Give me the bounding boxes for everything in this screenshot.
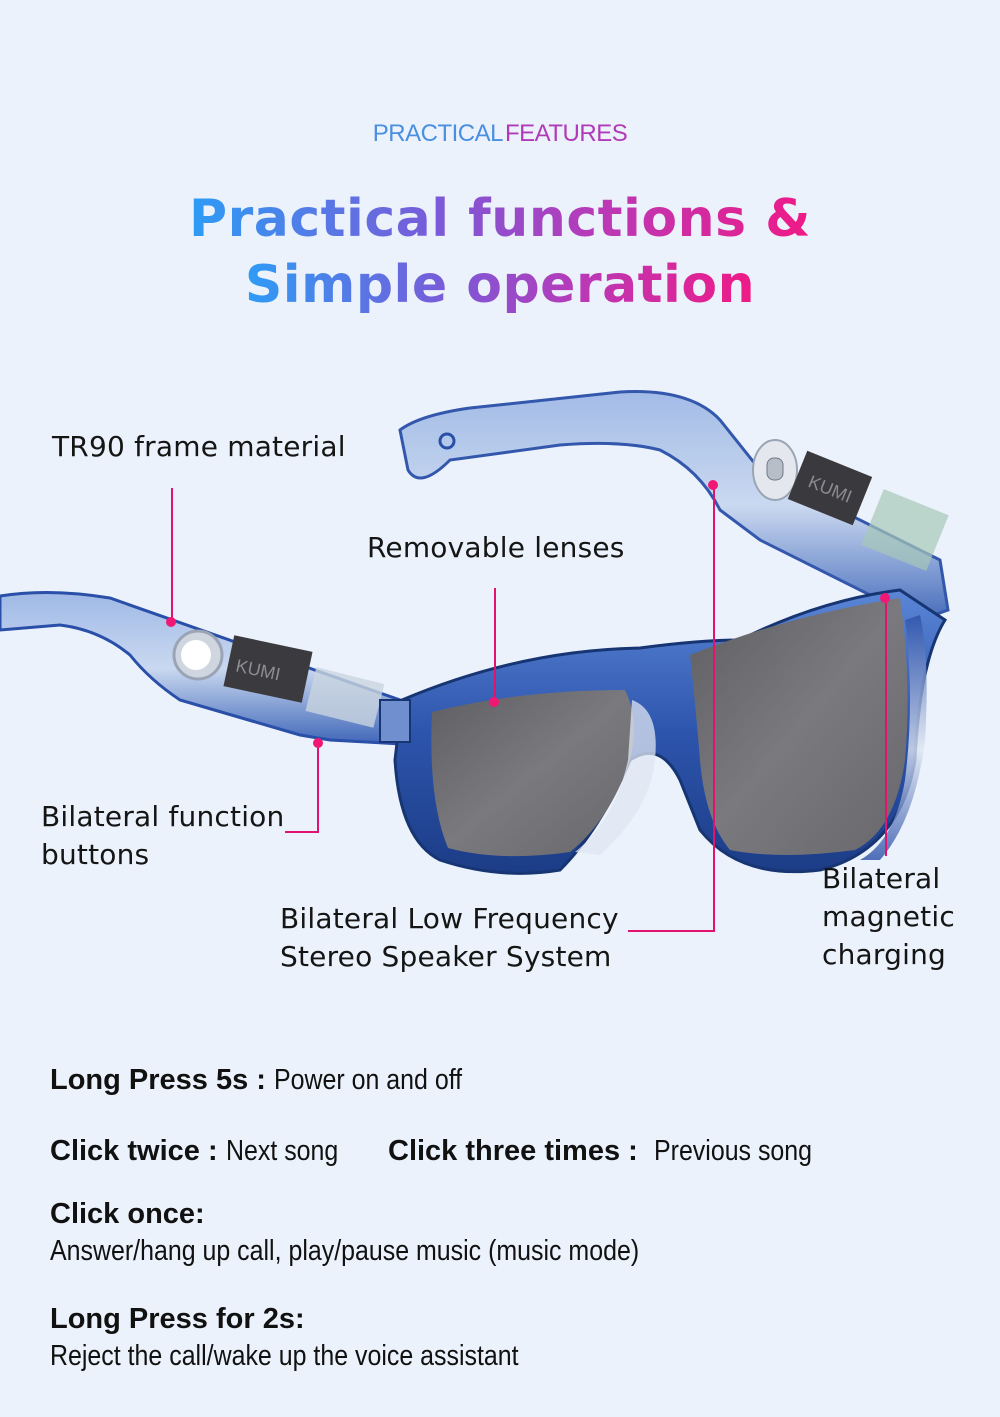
- callout-charging-line3: charging: [822, 938, 946, 971]
- operation-click-three-times: Click three times : Previous song: [388, 1135, 838, 1168]
- operation-result: Answer/hang up call, play/pause music (m…: [50, 1235, 640, 1267]
- eyebrow-word-1: PRACTICAL: [372, 120, 504, 147]
- marker-charging: [880, 593, 890, 603]
- marker-speaker: [708, 480, 718, 490]
- operation-action: Long Press 5s :: [50, 1064, 266, 1096]
- leader-removable-lenses: [494, 588, 496, 702]
- leader-frame-material: [171, 488, 173, 622]
- callout-speaker-system: Bilateral Low Frequency Stereo Speaker S…: [280, 900, 619, 976]
- marker-function-buttons: [313, 738, 323, 748]
- title-line-1: Practical functions &: [188, 189, 811, 249]
- leader-function-buttons-v: [317, 742, 319, 833]
- callout-magnetic-charging: Bilateral magnetic charging: [822, 860, 955, 974]
- marker-removable-lenses: [489, 697, 499, 707]
- callout-charging-line2: magnetic: [822, 900, 955, 933]
- callout-removable-lenses: Removable lenses: [367, 531, 625, 564]
- operation-result: Next song: [225, 1135, 338, 1167]
- callout-function-buttons-line2: buttons: [41, 838, 150, 871]
- callout-frame-material: TR90 frame material: [52, 430, 346, 463]
- callout-function-buttons-line1: Bilateral function: [41, 800, 285, 833]
- operation-long-press-5s: Long Press 5s : Power on and off: [50, 1064, 493, 1097]
- callout-speaker-line2: Stereo Speaker System: [280, 940, 612, 973]
- leader-speaker-v: [713, 485, 715, 932]
- leader-function-buttons-h: [285, 831, 319, 833]
- operation-click-twice: Click twice : Next song: [50, 1135, 356, 1168]
- operation-action: Click once:: [50, 1198, 205, 1230]
- title-line-2: Simple operation: [244, 255, 756, 315]
- operation-action: Click three times :: [388, 1135, 638, 1167]
- operation-result: Power on and off: [274, 1064, 463, 1096]
- leader-speaker-h: [628, 930, 715, 932]
- operation-long-press-2s: Long Press for 2s: Reject the call/wake …: [50, 1303, 595, 1373]
- operation-action: Long Press for 2s:: [50, 1303, 305, 1335]
- operation-action: Click twice :: [50, 1135, 218, 1167]
- operation-result: Reject the call/wake up the voice assist…: [50, 1340, 519, 1372]
- marker-frame-material: [166, 617, 176, 627]
- callout-function-buttons: Bilateral function buttons: [41, 798, 284, 874]
- operation-result: Previous song: [653, 1135, 812, 1167]
- operation-click-once: Click once: Answer/hang up call, play/pa…: [50, 1198, 735, 1268]
- glasses-illustration: KUMI KUMI: [0, 390, 950, 875]
- eyebrow-word-2: FEATURES: [504, 120, 628, 147]
- section-eyebrow: PRACTICALFEATURES: [0, 120, 1000, 148]
- page-title: Practical functions & Simple operation: [0, 186, 1000, 318]
- leader-charging: [885, 598, 887, 856]
- callout-charging-line1: Bilateral: [822, 862, 941, 895]
- callout-speaker-line1: Bilateral Low Frequency: [280, 902, 619, 935]
